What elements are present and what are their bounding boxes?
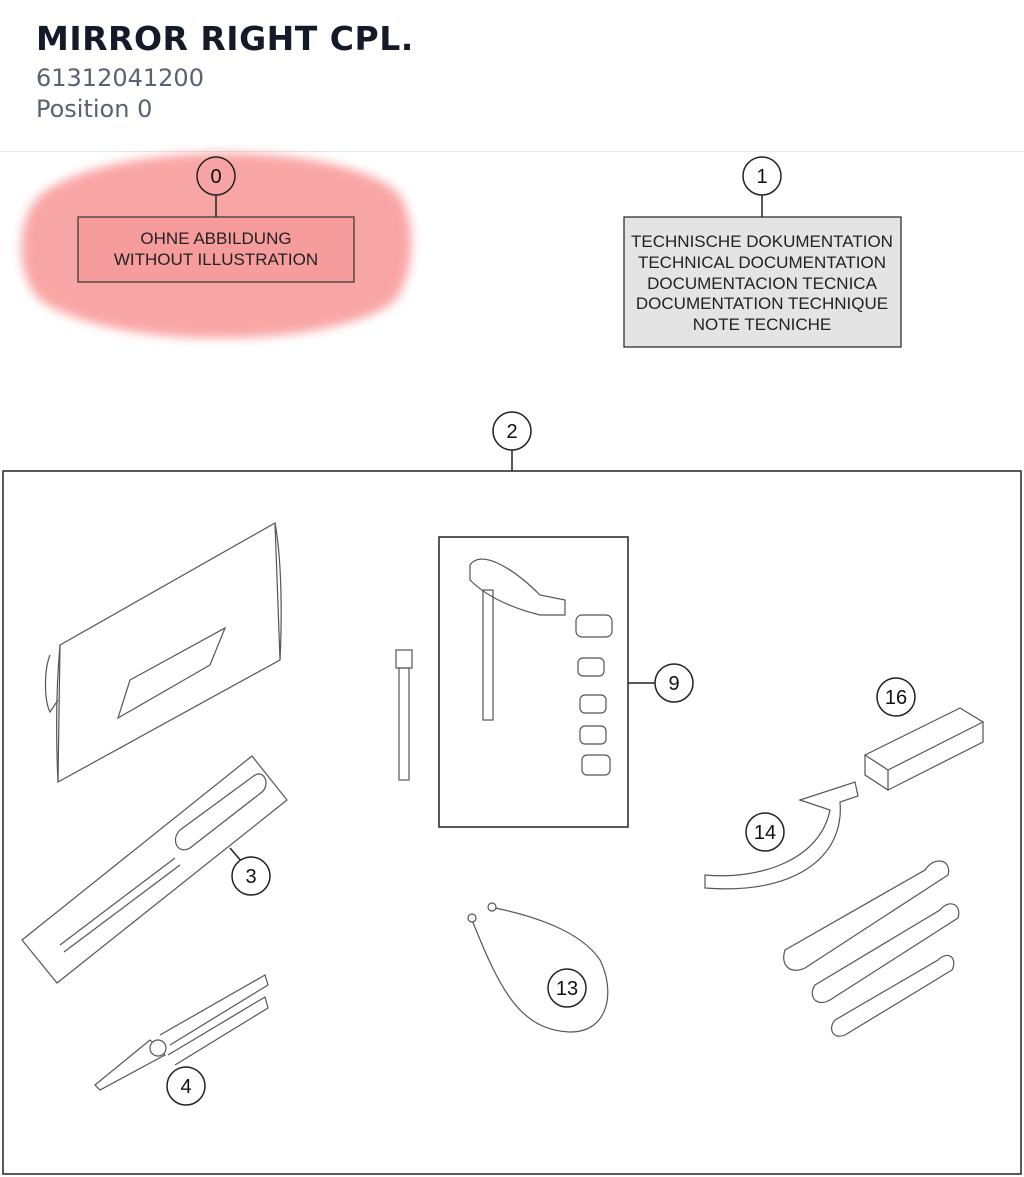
documentation-line1: TECHNISCHE DOKUMENTATION (631, 232, 893, 251)
documentation-line5: NOTE TECNICHE (693, 315, 832, 334)
t-handle-kit-illustration (438, 536, 655, 828)
callout-1[interactable]: 1 (756, 166, 767, 188)
callout-9[interactable]: 4 (180, 1076, 191, 1098)
callout-13-circle[interactable] (547, 968, 587, 1008)
documentation-line2: TECHNICAL DOCUMENTATION (638, 253, 886, 272)
callout-2-circle[interactable] (492, 411, 532, 451)
position-0-group[interactable]: OHNE ABBILDUNG WITHOUT ILLUSTRATION 0 (21, 153, 412, 339)
socket-wrench-illustration (395, 649, 413, 781)
callout-3[interactable]: 3 (245, 866, 256, 888)
documentation-line3: DOCUMENTACION TECNICA (647, 274, 877, 293)
callout-14-circle[interactable] (745, 812, 785, 852)
screwdriver-illustration (21, 755, 288, 984)
callout-3-circle[interactable] (231, 856, 271, 896)
callout-0-circle[interactable] (196, 156, 236, 196)
callout-1-circle[interactable] (742, 156, 782, 196)
page-title: MIRROR RIGHT CPL. (36, 19, 414, 58)
callout-13[interactable]: 13 (556, 978, 578, 1000)
wire-rope-illustration (467, 902, 609, 1033)
position-highlight (21, 153, 412, 339)
hook-wrench-illustration (704, 781, 859, 890)
callout-4[interactable]: 9 (668, 673, 679, 695)
ktm-logo-icon (116, 626, 227, 720)
no-illustration-line2: WITHOUT ILLUSTRATION (114, 250, 318, 269)
position-1-group[interactable]: TECHNISCHE DOKUMENTATION TECHNICAL DOCUM… (623, 156, 902, 348)
callout-14[interactable]: 14 (754, 822, 776, 844)
sleeve-illustration (863, 707, 985, 791)
callout-4-circle[interactable] (654, 663, 694, 703)
callout-2[interactable]: 2 (506, 421, 517, 443)
position-label: Position 0 (36, 95, 153, 123)
tool-kit-frame (2, 470, 1022, 1175)
no-illustration-line1: OHNE ABBILDUNG (140, 229, 291, 248)
callout-9-circle[interactable] (166, 1066, 206, 1106)
pliers-illustration (94, 974, 269, 1091)
documentation-line4: DOCUMENTATION TECHNIQUE (636, 294, 888, 313)
documentation-box (623, 216, 902, 348)
open-end-wrenches-illustration (783, 860, 960, 1037)
callout-16[interactable]: 16 (885, 687, 907, 709)
tool-bag-illustration (44, 521, 282, 784)
part-number: 61312041200 (36, 64, 204, 92)
position-2-group[interactable]: 2 (2, 411, 1022, 1175)
page-header: MIRROR RIGHT CPL. 61312041200 Position 0 (0, 0, 1024, 152)
callout-16-circle[interactable] (876, 677, 916, 717)
callout-0[interactable]: 0 (210, 166, 221, 188)
no-illustration-box (77, 216, 355, 283)
